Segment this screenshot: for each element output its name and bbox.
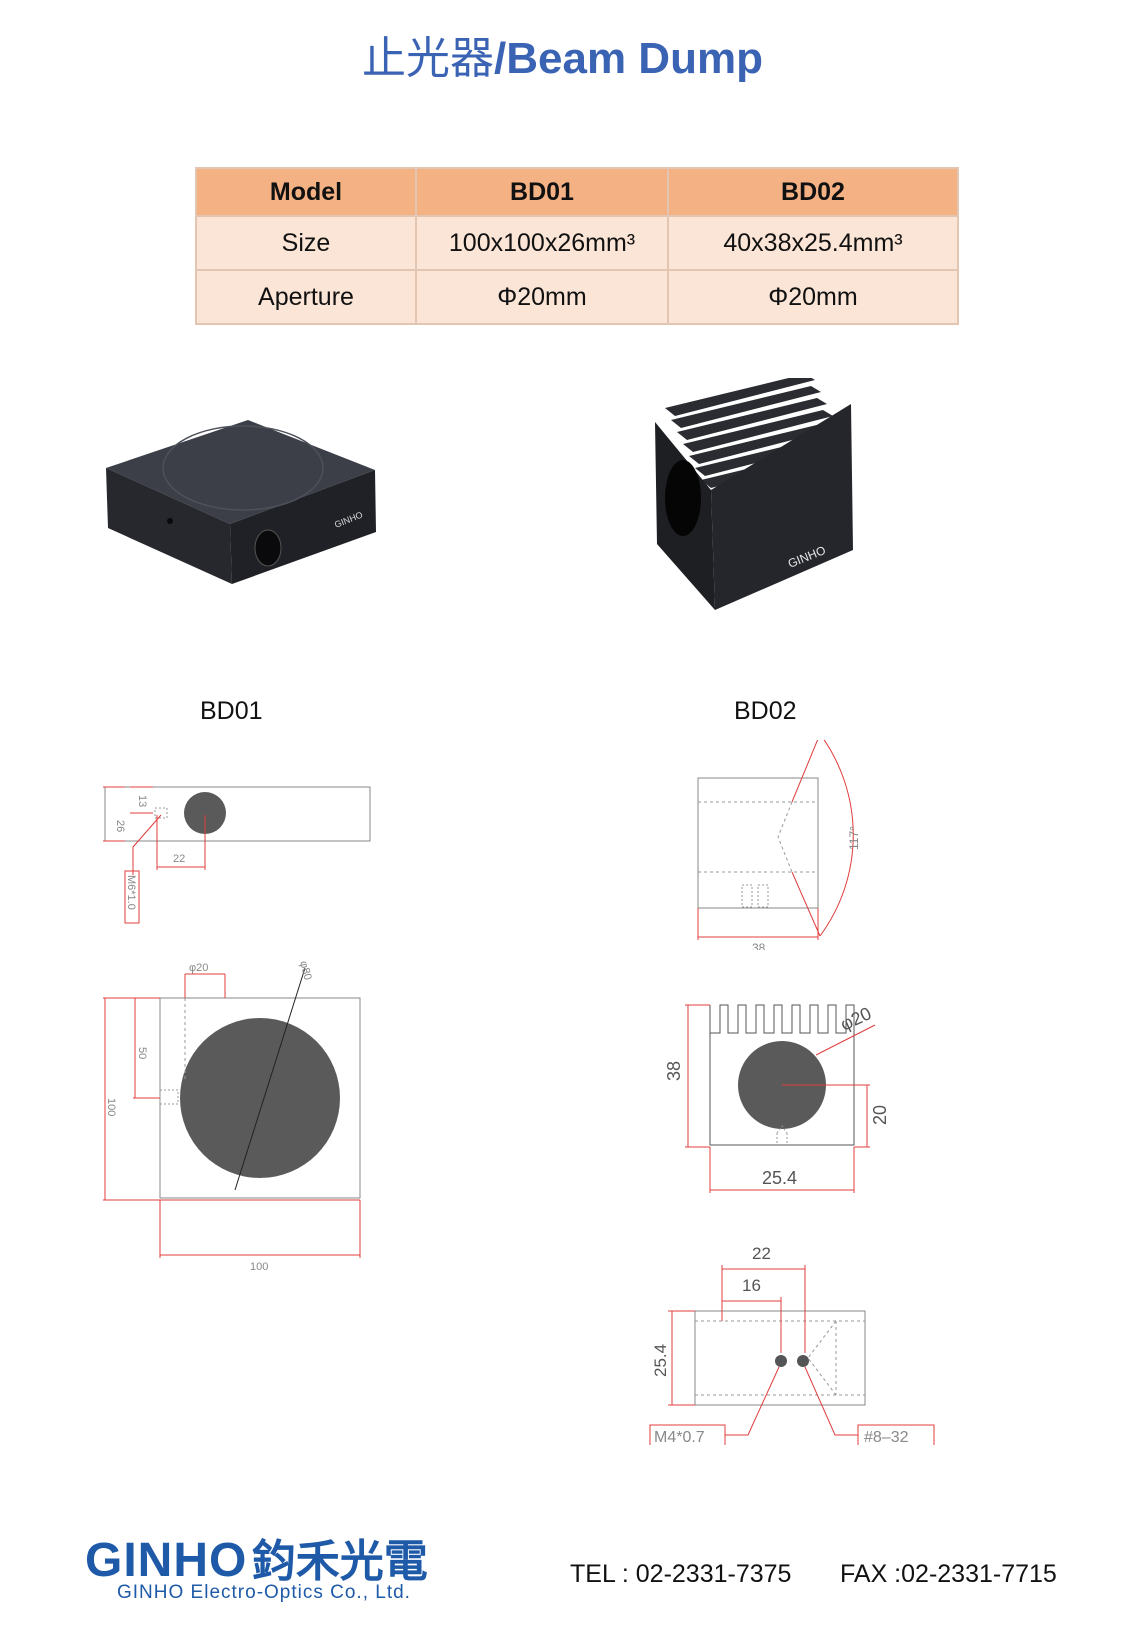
dim-22: 22 [173, 853, 185, 865]
dim-50: 50 [136, 1047, 148, 1059]
dim-16: 16 [742, 1276, 761, 1295]
bd02-size: 40x38x25.4mm³ [667, 215, 959, 271]
page-title: 止光器/Beam Dump [0, 22, 1125, 86]
bd01-product-image: GINHO [106, 420, 376, 584]
bd01-side-drawing: 26 13 22 M6*1.0 [103, 786, 371, 924]
dim-100-v: 100 [105, 1098, 117, 1116]
logo-cjk: 鈞禾光電 [251, 1536, 428, 1587]
footer-fax: FAX :02-2331-7715 [840, 1560, 1057, 1588]
header-bd01: BD01 [415, 167, 669, 217]
table-header-row: Model BD01 BD02 [195, 167, 959, 217]
bd01-top-drawing: φ20 φ80 50 100 100 [103, 960, 361, 1273]
spec-table: Model BD01 BD02 Size 100x100x26mm³ 40x38… [195, 167, 959, 325]
dim-13: 13 [136, 795, 148, 807]
dim-angle: 117° [847, 826, 861, 850]
thread-8-32: #8–32 [864, 1429, 909, 1445]
dim-25-4-front: 25.4 [762, 1168, 797, 1188]
header-bd02: BD02 [667, 167, 959, 217]
header-model: Model [195, 167, 417, 217]
dim-20: 20 [870, 1105, 890, 1125]
footer-tel: TEL : 02-2331-7375 [570, 1560, 792, 1588]
dim-26: 26 [114, 820, 126, 832]
company-logo: GINHO 鈞禾光電 [85, 1525, 428, 1589]
thread-m4: M4*0.7 [654, 1429, 705, 1445]
row-label-size: Size [195, 215, 417, 271]
caption-bd01: BD01 [200, 697, 263, 725]
bd02-side-drawing: 38 117° [697, 740, 861, 950]
table-row: Size 100x100x26mm³ 40x38x25.4mm³ [195, 215, 959, 271]
dim-d20-front: φ20 [837, 1003, 874, 1035]
caption-bd02: BD02 [734, 697, 797, 725]
thread-m6: M6*1.0 [125, 875, 137, 910]
logo-word: GINHO [85, 1534, 248, 1587]
bd02-front-drawing: 38 φ20 20 25.4 [664, 1003, 890, 1193]
company-name: GINHO Electro-Optics Co., Ltd. [117, 1582, 411, 1603]
dim-22-bottom: 22 [752, 1244, 771, 1263]
title-cjk: 止光器 [362, 34, 495, 83]
dim-100-h: 100 [250, 1261, 268, 1273]
bd01-size: 100x100x26mm³ [415, 215, 669, 271]
dim-d20: φ20 [189, 962, 208, 974]
bd02-bottom-drawing: 22 16 25.4 M4*0.7 #8–32 [649, 1244, 935, 1445]
dim-25-4-bottom: 25.4 [651, 1344, 670, 1377]
dim-38-front: 38 [664, 1061, 684, 1081]
row-label-aperture: Aperture [195, 269, 417, 325]
dim-d80: φ80 [297, 960, 314, 982]
bd01-aperture: Φ20mm [415, 269, 669, 325]
bd02-product-image: GINHO [655, 378, 853, 610]
title-en: /Beam Dump [494, 34, 763, 83]
dim-38: 38 [752, 941, 766, 950]
table-row: Aperture Φ20mm Φ20mm [195, 269, 959, 325]
bd02-aperture: Φ20mm [667, 269, 959, 325]
